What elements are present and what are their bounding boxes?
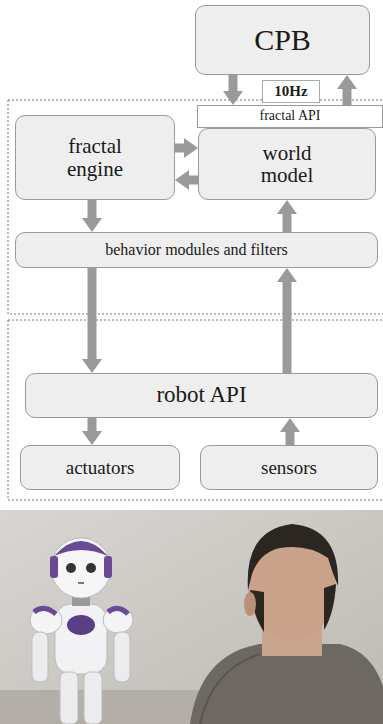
flow-arrow [88,418,97,431]
actuator-box: actuators [20,445,180,490]
box-label: fractal API [259,109,320,124]
box-label: robot API [156,383,246,407]
flow-arrow [88,268,97,359]
flow-arrow [189,176,198,185]
rate-label: 10Hz [262,80,320,103]
hardware-region [8,320,383,500]
engine-box: fractal engine [15,115,175,200]
model-box: world model [198,128,376,200]
cpb-box: CPB [195,5,370,75]
box-label: world model [237,142,337,186]
flow-arrow [229,75,238,91]
flow-arrow [343,89,352,105]
flow-arrow [283,282,292,373]
software-region [8,100,383,314]
box-label: actuators [66,458,135,478]
flow-arrow [283,214,292,232]
sensor-box: sensors [200,445,378,490]
flow-arrow [286,432,295,445]
api-box: fractal API [197,105,383,128]
box-label: fractal engine [45,135,145,179]
flow-arrow [88,200,97,218]
flow-arrow [175,144,184,153]
robot-api-box: robot API [25,373,378,418]
behavior-box: behavior modules and filters [15,232,378,268]
label-text: 10Hz [274,83,307,100]
box-label: behavior modules and filters [105,242,288,259]
robot-photo [0,510,383,724]
box-label: sensors [261,458,317,478]
box-label: CPB [254,24,311,56]
